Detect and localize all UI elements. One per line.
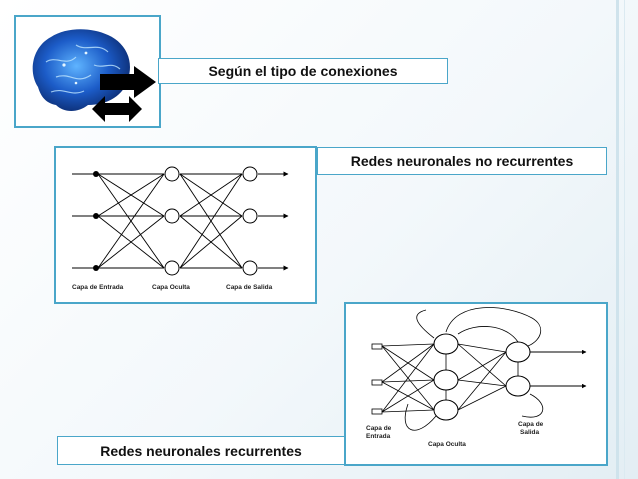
connection-type-label: Según el tipo de conexiones (158, 58, 448, 84)
feedforward-network-diagram: Capa de Entrada Capa Oculta Capa de Sali… (72, 166, 289, 291)
non-recurrent-label: Redes neuronales no recurrentes (317, 147, 607, 175)
rec-hidden-layer-label: Capa Oculta (428, 441, 466, 448)
input-layer-label: Capa de Entrada (72, 284, 124, 291)
recurrent-diagram-frame: Capa de Entrada Capa Oculta Capa de Sali… (344, 302, 608, 466)
recurrent-label: Redes neuronales recurrentes (57, 436, 345, 465)
rec-output-layer-label-1: Capa de (518, 421, 544, 428)
recurrent-network-diagram: Capa de Entrada Capa Oculta Capa de Sali… (366, 307, 587, 448)
slide-side-stripe-thin (624, 0, 625, 479)
rec-input-layer-label-1: Capa de (366, 425, 392, 432)
slide-side-stripe (616, 0, 619, 479)
rec-output-layer-label-2: Salida (520, 429, 540, 436)
right-arrow-icon (100, 66, 156, 98)
output-layer-label: Capa de Salida (226, 284, 273, 291)
non-recurrent-diagram-frame: Capa de Entrada Capa Oculta Capa de Sali… (54, 146, 317, 304)
hidden-layer-label: Capa Oculta (152, 284, 190, 291)
double-arrow-icon (92, 96, 142, 122)
rec-input-layer-label-2: Entrada (366, 433, 391, 440)
